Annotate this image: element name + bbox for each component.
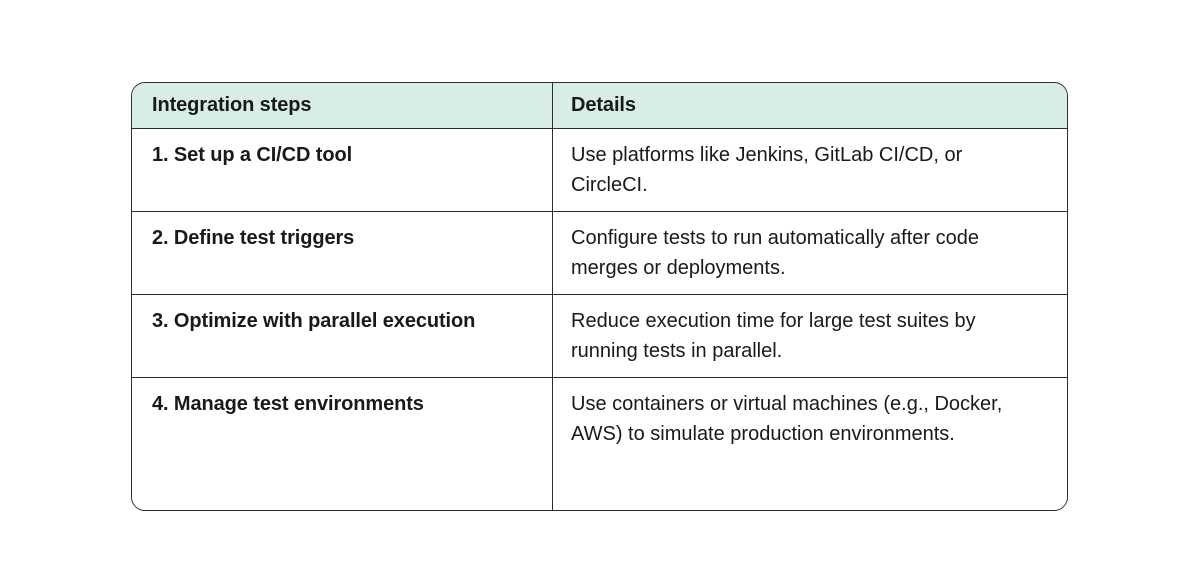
details-cell: Reduce execution time for large test sui… — [553, 295, 1067, 377]
column-header-details: Details — [571, 94, 636, 117]
step-cell: 2. Define test triggers — [132, 211, 553, 294]
integration-steps-table: Integration steps Details 1. Set up a CI… — [131, 82, 1068, 511]
table-row: 2. Define test triggers Configure tests … — [132, 211, 1067, 295]
step-label: 3. Optimize with parallel execution — [152, 309, 476, 332]
details-text: Use containers or virtual machines (e.g.… — [571, 392, 1003, 445]
details-cell: Use containers or virtual machines (e.g.… — [553, 378, 1067, 510]
table-row: 1. Set up a CI/CD tool Use platforms lik… — [132, 128, 1067, 212]
step-label: 4. Manage test environments — [152, 392, 424, 415]
details-text: Use platforms like Jenkins, GitLab CI/CD… — [571, 143, 963, 196]
step-cell: 3. Optimize with parallel execution — [132, 294, 553, 377]
step-cell: 4. Manage test environments — [132, 377, 553, 510]
table-row: 3. Optimize with parallel execution Redu… — [132, 294, 1067, 378]
column-header-integration-steps: Integration steps — [132, 83, 553, 128]
details-cell: Configure tests to run automatically aft… — [553, 212, 1067, 294]
details-text: Reduce execution time for large test sui… — [571, 309, 976, 362]
details-text: Configure tests to run automatically aft… — [571, 226, 979, 279]
table-body: 1. Set up a CI/CD tool Use platforms lik… — [132, 128, 1067, 510]
details-cell: Use platforms like Jenkins, GitLab CI/CD… — [553, 129, 1067, 211]
table-row: 4. Manage test environments Use containe… — [132, 377, 1067, 510]
step-label: 1. Set up a CI/CD tool — [152, 143, 353, 166]
step-label: 2. Define test triggers — [152, 226, 355, 249]
step-cell: 1. Set up a CI/CD tool — [132, 128, 553, 211]
table-header-row: Integration steps Details — [132, 83, 1067, 129]
